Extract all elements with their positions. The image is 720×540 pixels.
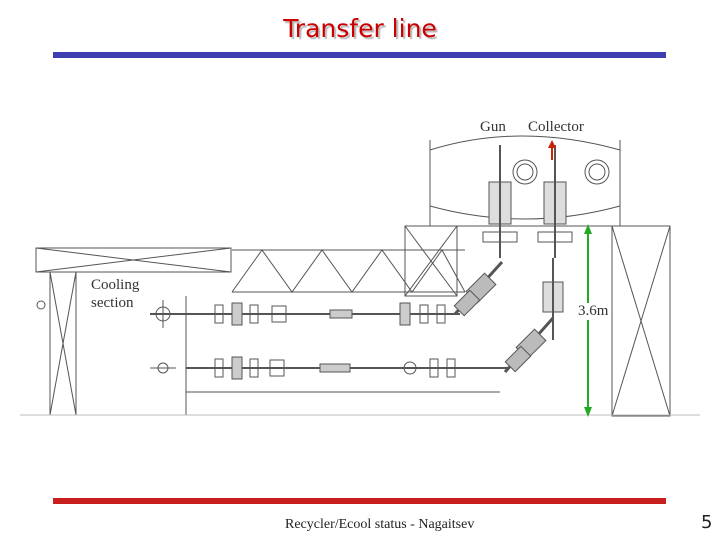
upper-bend: [453, 260, 504, 317]
collector-arrow: [548, 140, 556, 160]
collector-label: Collector: [528, 119, 584, 135]
height-dimension: [584, 224, 592, 417]
height-label: 3.6m: [578, 303, 609, 320]
right-support-tower: [611, 225, 671, 417]
slide-title: Transfer line: [283, 14, 437, 43]
title-rule: [53, 52, 666, 58]
cooling-label: Cooling: [91, 277, 140, 293]
gun-column: [482, 145, 518, 258]
lower-beamline: [150, 356, 510, 393]
collector-column: [537, 145, 573, 340]
upper-tank: [429, 135, 621, 227]
section-label: section: [91, 295, 134, 311]
left-support-tower: [35, 247, 232, 416]
footer-rule: [53, 498, 666, 504]
upper-beamline: [150, 296, 460, 415]
footer-text: Recycler/Ecool status - Nagaitsev: [285, 517, 475, 532]
page-number: 5: [701, 512, 713, 533]
truss-frame: [231, 249, 466, 293]
gun-label: Gun: [480, 119, 506, 135]
central-support-tower: [404, 225, 458, 297]
lower-bend: [503, 317, 555, 373]
